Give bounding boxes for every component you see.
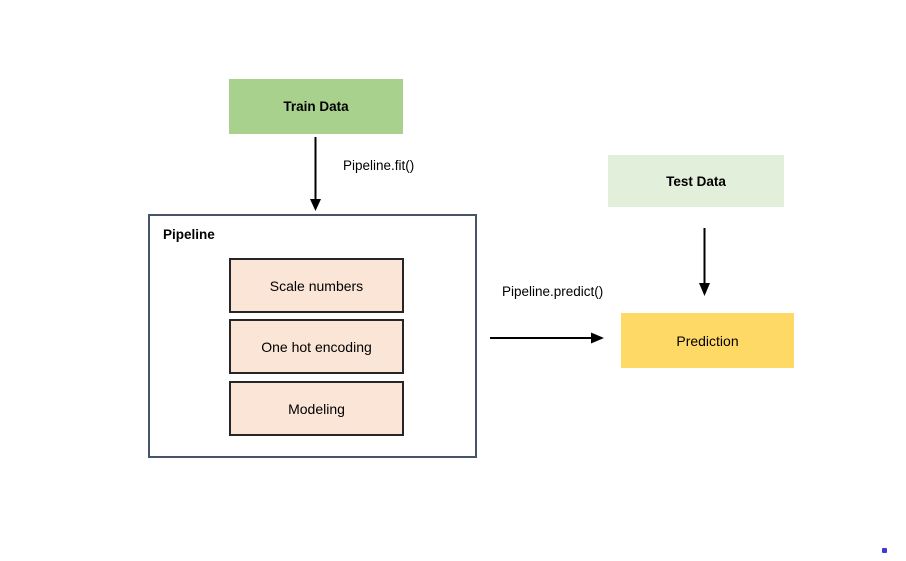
arrow-test-to-prediction [699, 228, 710, 296]
arrow-train-to-pipeline [310, 137, 321, 211]
train-data-label: Train Data [283, 99, 349, 114]
pipeline-step-one-hot-encoding: One hot encoding [229, 319, 404, 374]
pipeline-step-label: Scale numbers [269, 277, 364, 294]
blue-dot-artifact [882, 548, 887, 553]
fit-edge-label: Pipeline.fit() [343, 158, 415, 173]
prediction-node: Prediction [621, 313, 794, 368]
arrow-pipeline-to-prediction [490, 332, 604, 344]
prediction-label: Prediction [676, 332, 739, 349]
pipeline-group: Pipeline Scale numbers One hot encoding … [148, 214, 477, 458]
pipeline-step-label: Modeling [288, 400, 345, 417]
pipeline-step-label: One hot encoding [261, 338, 372, 355]
pipeline-group-label: Pipeline [163, 227, 215, 242]
train-data-node: Train Data [229, 79, 403, 134]
pipeline-step-scale-numbers: Scale numbers [229, 258, 404, 313]
pipeline-step-modeling: Modeling [229, 381, 404, 436]
test-data-node: Test Data [608, 155, 784, 207]
predict-edge-label: Pipeline.predict() [502, 284, 604, 299]
test-data-label: Test Data [666, 173, 726, 189]
